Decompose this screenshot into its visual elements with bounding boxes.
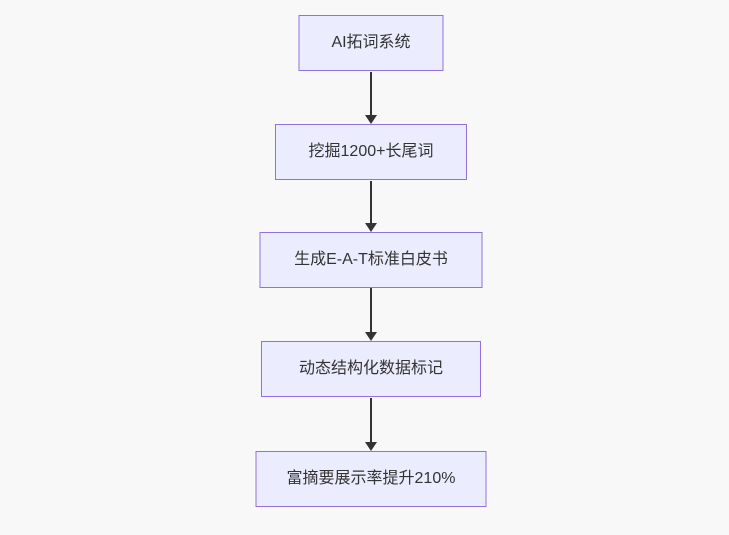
arrow-line [370, 72, 372, 115]
node-label: AI拓词系统 [331, 34, 411, 51]
flowchart-arrow [365, 288, 377, 341]
node-label: 动态结构化数据标记 [298, 360, 443, 377]
flowchart-arrow [365, 398, 377, 451]
node-label: 生成E-A-T标准白皮书 [294, 251, 448, 268]
flowchart-node-structured-data: 动态结构化数据标记 [261, 341, 481, 397]
arrow-line [370, 398, 372, 442]
arrow-line [370, 181, 372, 223]
arrowhead-down-icon [365, 332, 377, 341]
flowchart-node-longtail-keywords: 挖掘1200+长尾词 [275, 124, 467, 180]
flowchart-arrow [365, 181, 377, 232]
flowchart-node-ai-system: AI拓词系统 [298, 15, 444, 71]
arrow-line [370, 288, 372, 332]
node-label: 富摘要展示率提升210% [286, 470, 456, 487]
flowchart-node-eat-whitepaper: 生成E-A-T标准白皮书 [259, 232, 483, 288]
node-label: 挖掘1200+长尾词 [308, 143, 434, 160]
arrowhead-down-icon [365, 115, 377, 124]
flowchart-node-rich-snippet-result: 富摘要展示率提升210% [255, 451, 487, 507]
arrowhead-down-icon [365, 442, 377, 451]
flowchart-arrow [365, 72, 377, 124]
arrowhead-down-icon [365, 223, 377, 232]
